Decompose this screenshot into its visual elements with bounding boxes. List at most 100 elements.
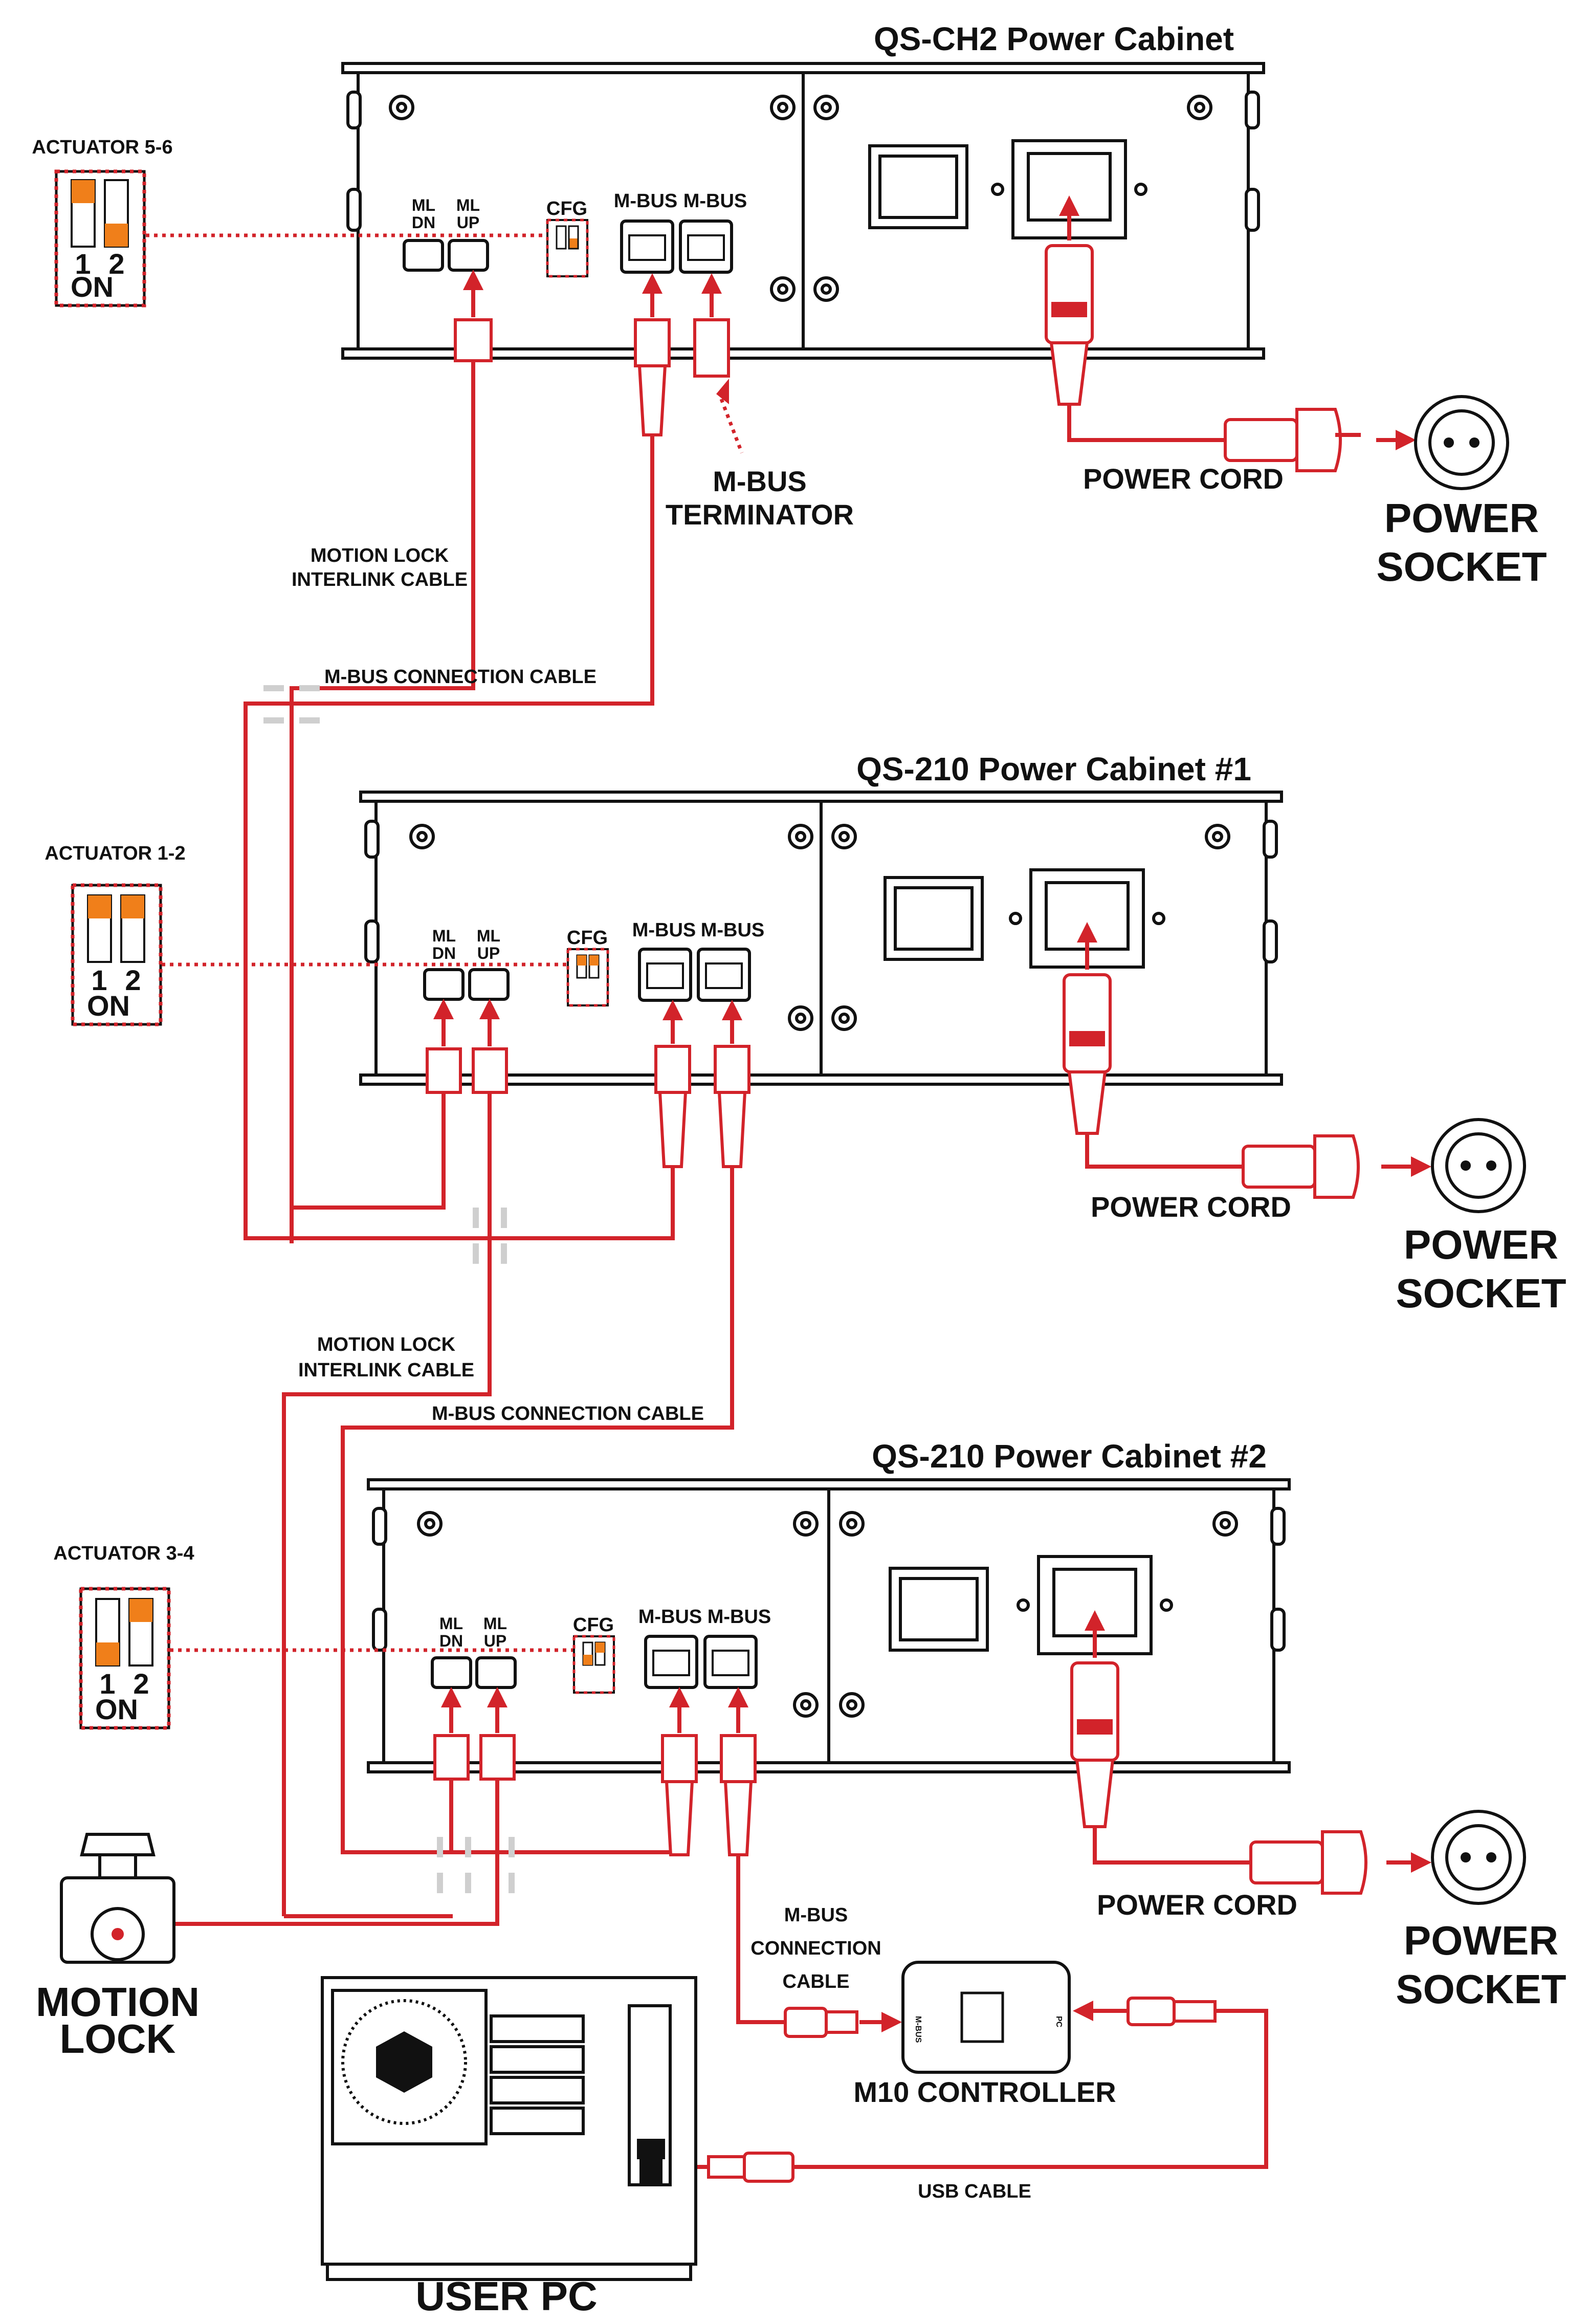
mbus-plug <box>654 1045 691 1094</box>
switch-num: 2 <box>133 1668 149 1700</box>
mbus-terminator-plug <box>693 318 730 378</box>
power-switch[interactable] <box>868 144 968 229</box>
power-switch[interactable] <box>884 876 984 961</box>
mbus-port-label: M-BUS <box>701 919 765 941</box>
mbus-plug <box>661 1734 698 1783</box>
ml-up-label: ML <box>483 1614 507 1633</box>
actuator-label: ACTUATOR 1-2 <box>45 843 185 864</box>
rj45-port-icon[interactable] <box>679 220 733 274</box>
ml-dn-port[interactable] <box>403 239 444 272</box>
mbus-port-label: M-BUS <box>638 1606 702 1628</box>
power-socket-label: POWER <box>1404 1222 1558 1267</box>
ml-up-label: UP <box>484 1632 506 1650</box>
switch-num: 1 <box>91 964 107 996</box>
mbus-plug <box>634 318 671 436</box>
ml-dn-label: DN <box>439 1632 463 1650</box>
m10-port-pc-label: PC <box>1054 2016 1063 2028</box>
power-cord-label: POWER CORD <box>1097 1889 1297 1921</box>
ml-dn-label: ML <box>432 927 456 945</box>
rj45-port-icon[interactable] <box>638 948 692 1002</box>
mbus-port-label: M-BUS <box>632 919 696 941</box>
ml-interlink-label: INTERLINK CABLE <box>298 1360 474 1381</box>
switch-on-label: ON <box>71 271 114 303</box>
ml-interlink-plug <box>454 318 493 362</box>
ml-up-plug <box>472 1047 508 1094</box>
emergency-stop-icon[interactable] <box>60 1833 175 1964</box>
cabinet-qs-210-1: QS-210 Power Cabinet #1 ML DN ML UP CFG … <box>359 751 1566 1316</box>
mbus-connection-label: CABLE <box>783 1971 850 1992</box>
ml-up-port[interactable] <box>475 1656 517 1689</box>
ml-dn-label: ML <box>412 196 435 214</box>
ml-dn-plug <box>426 1047 462 1094</box>
rj45-port-icon[interactable] <box>620 220 674 274</box>
cabinet-qs-ch2: QS-CH2 Power Cabinet ML DN ML UP CFG <box>341 20 1547 589</box>
mbus-connection-label: M-BUS CONNECTION CABLE <box>432 1403 704 1424</box>
power-cord-label: POWER CORD <box>1091 1191 1291 1223</box>
m10-controller-label: M10 CONTROLLER <box>853 2076 1116 2108</box>
switch-on-label: ON <box>95 1693 138 1725</box>
switch-num: 2 <box>125 964 141 996</box>
mbus-port-label: M-BUS <box>683 190 747 212</box>
actuator-switch-1-2: ACTUATOR 1-2 1 2 ON <box>45 843 186 1026</box>
ml-dn-port[interactable] <box>431 1656 472 1689</box>
power-plug <box>1063 973 1112 1135</box>
ml-dn-port[interactable] <box>423 968 465 1001</box>
ml-up-port[interactable] <box>448 239 489 272</box>
power-socket-label: POWER <box>1384 495 1539 541</box>
power-socket-icon <box>1431 1810 1526 1905</box>
switch-num: 1 <box>75 248 91 280</box>
mbus-connection-label: M-BUS CONNECTION CABLE <box>324 666 597 688</box>
mbus-connection-label: M-BUS <box>784 1904 848 1926</box>
actuator-switch-5-6: ACTUATOR 5-6 1 2 ON <box>32 137 173 308</box>
user-pc-label: USER PC <box>415 2273 598 2319</box>
ml-dn-label: DN <box>432 944 456 962</box>
rj45-port-icon[interactable] <box>697 948 751 1002</box>
motion-lock-label: LOCK <box>60 2016 176 2062</box>
rj45-port-icon[interactable] <box>644 1635 698 1689</box>
mbus-cable-plug <box>784 2007 858 2038</box>
ml-dn-label: ML <box>439 1614 463 1633</box>
power-cord-plug <box>1249 1830 1367 1895</box>
usb-plug-icon <box>1127 1997 1217 2026</box>
ml-interlink-label: MOTION LOCK <box>317 1334 456 1355</box>
power-plug <box>1045 244 1094 406</box>
usb-plug-icon <box>707 2152 794 2183</box>
switch-num: 2 <box>108 248 124 280</box>
m10-controller[interactable]: M-BUS PC <box>901 1961 1071 2074</box>
ml-dn-plug <box>433 1734 470 1781</box>
power-socket-icon <box>1431 1118 1526 1213</box>
actuator-label: ACTUATOR 5-6 <box>32 137 172 158</box>
usb-cable-label: USB CABLE <box>918 2181 1031 2202</box>
rj45-port-icon[interactable] <box>703 1635 758 1689</box>
ml-up-port[interactable] <box>468 968 510 1001</box>
cabinet-title: QS-210 Power Cabinet #1 <box>856 751 1251 787</box>
ml-up-label: UP <box>457 213 479 232</box>
user-pc-tower[interactable] <box>321 1976 697 2281</box>
cfg-label: CFG <box>546 198 587 220</box>
switch-on-label: ON <box>87 990 130 1022</box>
ml-interlink-label: INTERLINK CABLE <box>292 569 468 590</box>
power-plug <box>1070 1661 1119 1828</box>
cabinet-qs-210-2: QS-210 Power Cabinet #2 ML DN ML UP CFG … <box>367 1438 1566 2012</box>
mbus-plug <box>714 1045 750 1094</box>
mbus-port-label: M-BUS <box>708 1606 771 1628</box>
ml-up-label: UP <box>477 944 500 962</box>
power-socket-icon <box>1414 395 1509 490</box>
cfg-label: CFG <box>573 1614 614 1636</box>
ml-up-label: ML <box>456 196 480 214</box>
mbus-port-label: M-BUS <box>614 190 678 212</box>
screw-icon <box>389 95 1212 302</box>
mbus-plug <box>720 1734 757 1783</box>
motion-lock-label: MOTION <box>36 1979 200 2025</box>
m10-port-mbus-label: M-BUS <box>914 2016 922 2043</box>
power-socket-label: SOCKET <box>1396 1270 1566 1316</box>
ml-dn-label: DN <box>412 213 435 232</box>
power-cord-label: POWER CORD <box>1083 463 1284 495</box>
power-socket-label: SOCKET <box>1376 544 1547 589</box>
screw-icon <box>409 824 1230 1031</box>
terminator-label: TERMINATOR <box>666 498 854 531</box>
mbus-connection-label: CONNECTION <box>750 1938 881 1959</box>
actuator-label: ACTUATOR 3-4 <box>53 1543 194 1564</box>
power-switch[interactable] <box>889 1567 989 1652</box>
